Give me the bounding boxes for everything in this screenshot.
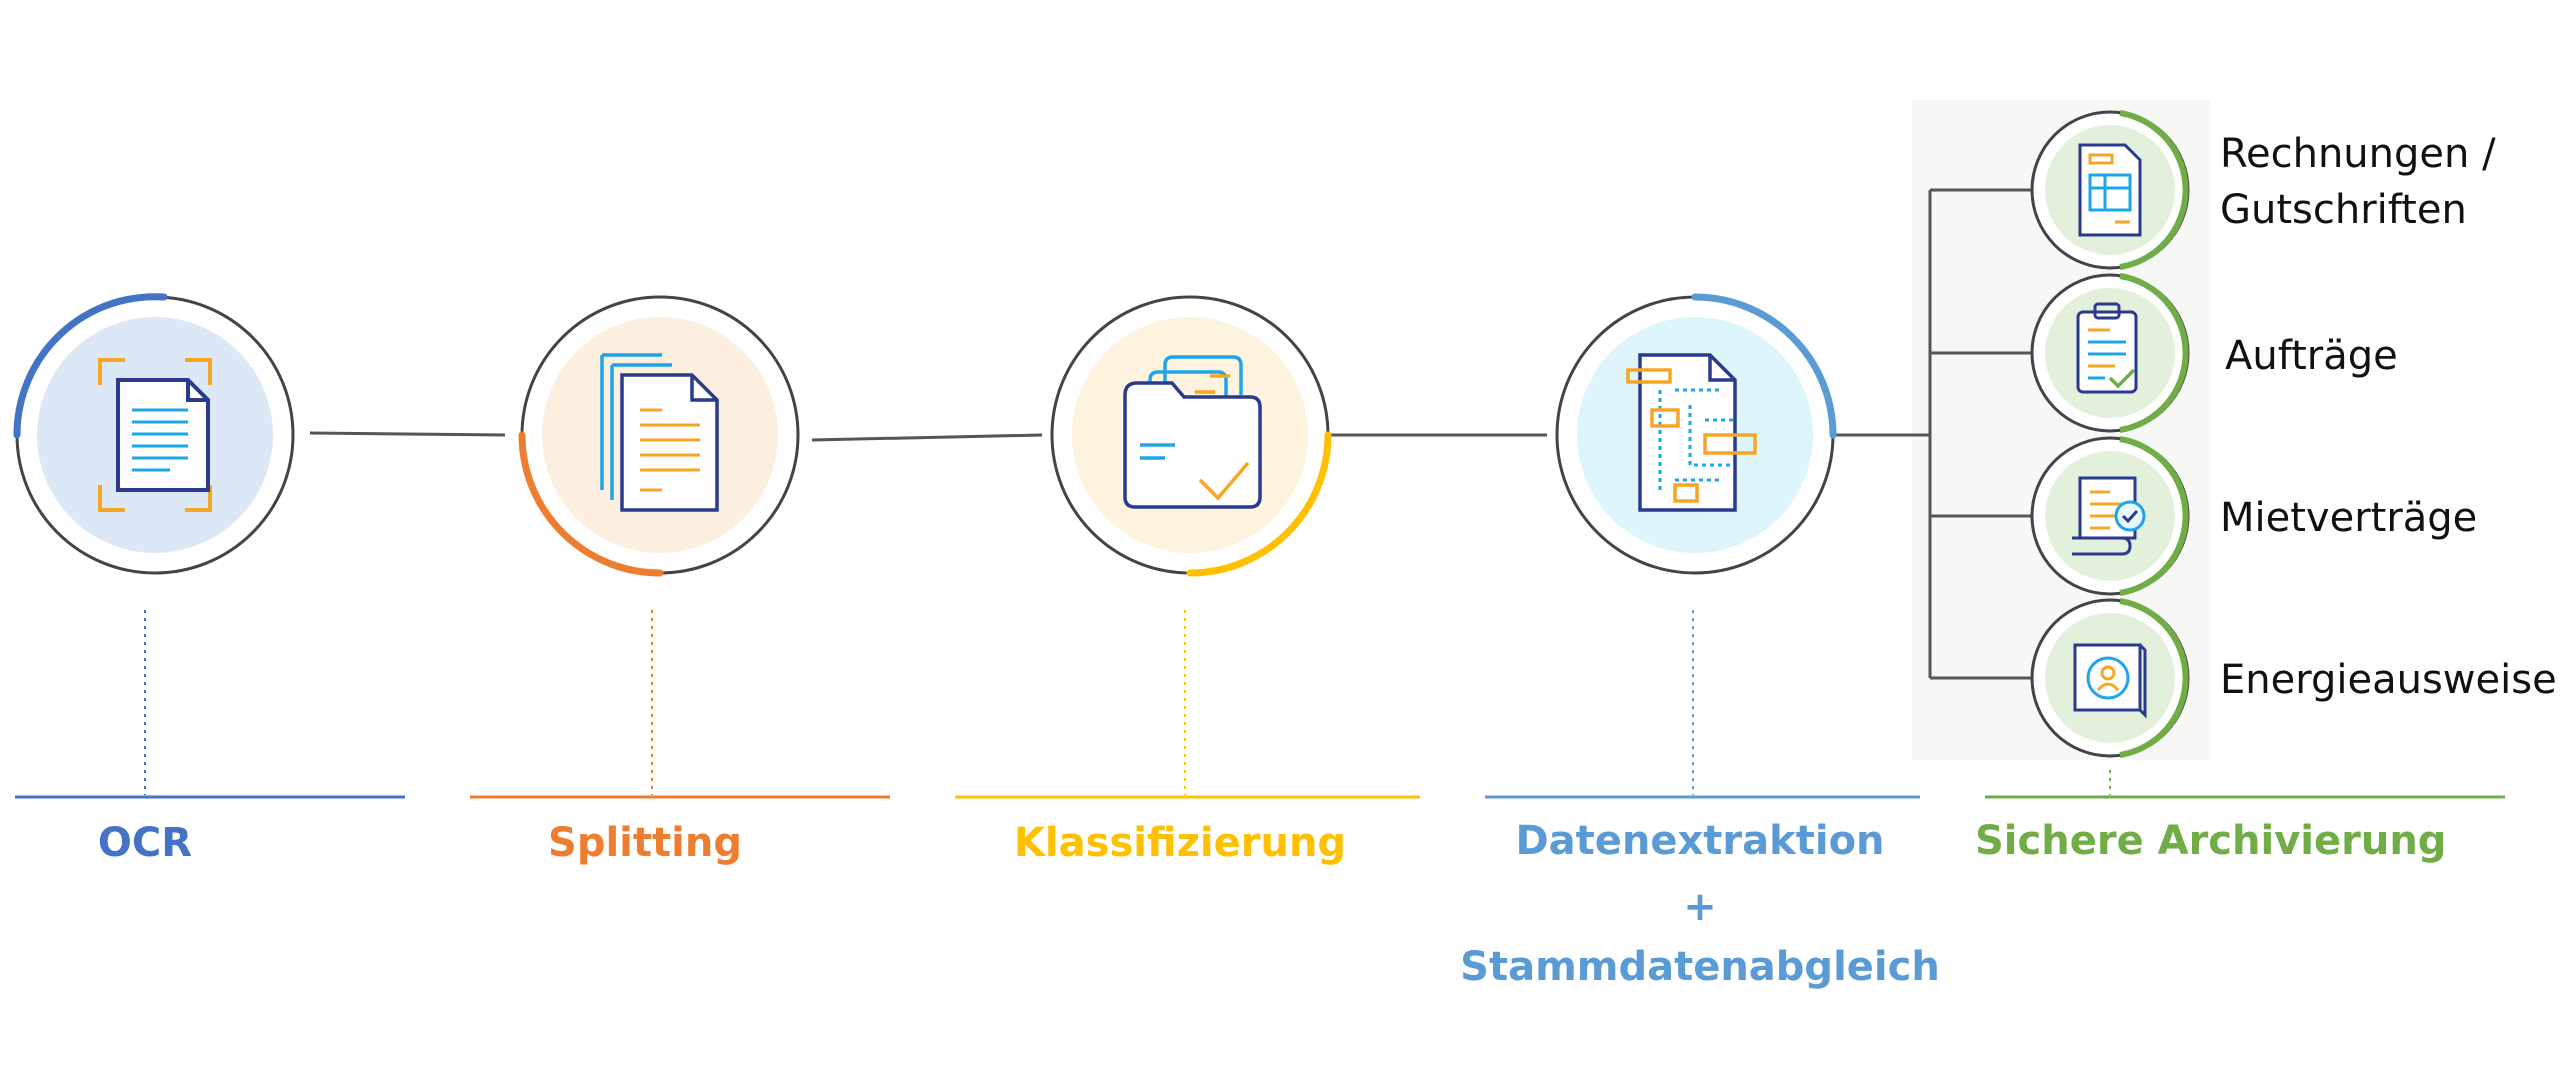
- stage-klassifizierung: [1050, 295, 1332, 577]
- data-extraction-icon: [1626, 353, 1757, 512]
- stage-label-ocr: OCR: [97, 820, 193, 866]
- stage-label-plus: +: [1683, 884, 1717, 930]
- stage-connectors: [309, 188, 2035, 680]
- stage-label-datenextraktion: Datenextraktion: [1515, 818, 1885, 864]
- stage-label-splitting: Splitting: [548, 820, 742, 866]
- clipboard-order-icon: [2076, 302, 2138, 394]
- output-orders: [2030, 273, 2190, 433]
- output-label-invoices-line2: Gutschriften: [2220, 187, 2467, 233]
- output-label-orders: Aufträge: [2225, 333, 2398, 379]
- invoice-icon: [2078, 143, 2142, 237]
- energy-certificate-icon: [2073, 643, 2147, 719]
- contract-scroll-icon: [2072, 476, 2146, 556]
- split-documents-icon: [600, 353, 719, 512]
- stage-ocr: [13, 293, 295, 575]
- output-rental-contracts: [2030, 436, 2190, 596]
- output-label-invoices: Rechnungen / Gutschriften: [2220, 126, 2496, 238]
- output-label-rental-contracts: Mietverträge: [2220, 495, 2478, 541]
- stage-label-archivierung: Sichere Archivierung: [1975, 818, 2447, 864]
- output-invoice: [2030, 110, 2190, 270]
- ocr-scan-document-icon: [98, 358, 212, 512]
- stage-label-klassifizierung: Klassifizierung: [1013, 820, 1347, 866]
- stage-label-stammdatenabgleich: Stammdatenabgleich: [1460, 944, 1940, 990]
- classify-folder-icon: [1123, 355, 1262, 509]
- stage-dotted-lines: [144, 610, 2111, 795]
- stage-splitting: [518, 295, 800, 577]
- stage-datenextraktion: [1555, 293, 1837, 575]
- output-energy-certificates: [2030, 598, 2190, 758]
- output-label-energy-certificates: Energieausweise: [2220, 657, 2557, 703]
- output-label-invoices-line1: Rechnungen /: [2220, 131, 2496, 177]
